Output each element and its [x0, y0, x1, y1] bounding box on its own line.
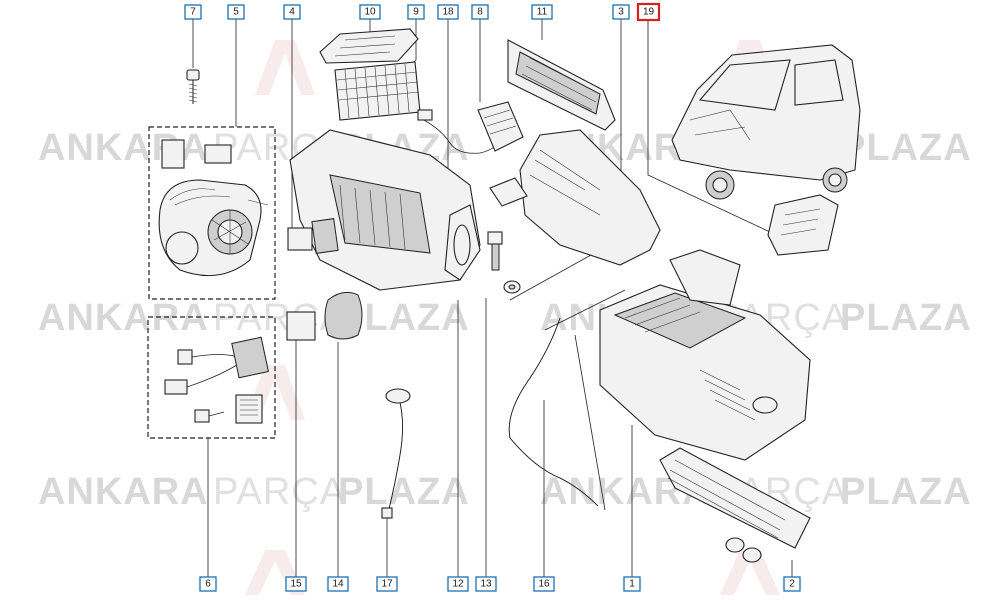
callout-label: 11 — [537, 7, 548, 18]
callout-label: 16 — [538, 579, 550, 590]
watermark-word-parca: PARÇA — [213, 297, 346, 339]
callout-9[interactable]: 9 — [407, 4, 425, 20]
callout-11[interactable]: 11 — [531, 4, 553, 20]
temperature-sensor-part — [417, 109, 501, 154]
callout-2[interactable]: 2 — [783, 576, 801, 592]
watermark-word-plaza: PLAZA — [840, 471, 972, 513]
callout-6[interactable]: 6 — [199, 576, 217, 592]
callout-12[interactable]: 12 — [447, 576, 469, 592]
callout-label: 3 — [618, 7, 624, 18]
callout-label: 19 — [643, 7, 655, 18]
hvac-housing-part — [599, 249, 811, 461]
filter-cover-part — [319, 28, 419, 64]
callout-8[interactable]: 8 — [471, 4, 489, 20]
watermark-word-plaza: PLAZA — [840, 297, 972, 339]
callout-label: 5 — [233, 7, 239, 18]
callout-label: 12 — [452, 579, 464, 590]
callout-label: 1 — [629, 579, 635, 590]
motor-group-box — [148, 126, 276, 300]
callout-label: 15 — [290, 579, 302, 590]
watermark-word-plaza: PLAZA — [840, 127, 972, 169]
heater-core-part — [334, 61, 421, 121]
callout-label: 4 — [289, 7, 295, 18]
foam-seal-part — [324, 291, 363, 340]
bolt-part — [487, 231, 503, 271]
evaporator-part — [659, 447, 811, 563]
callout-5[interactable]: 5 — [227, 4, 245, 20]
resistor-part — [477, 101, 524, 152]
watermark-word-parca: PARÇA — [213, 471, 346, 513]
watermark-word-ankara: ANKARA — [38, 297, 209, 339]
callout-16[interactable]: 16 — [533, 576, 555, 592]
callout-3[interactable]: 3 — [612, 4, 630, 20]
callout-label: 14 — [332, 579, 344, 590]
callout-4[interactable]: 4 — [283, 4, 301, 20]
watermark-word-plaza: PLAZA — [338, 471, 470, 513]
leader-lines — [192, 19, 793, 577]
wiring-group-box — [147, 316, 276, 439]
wiring-harness-part — [164, 336, 270, 424]
callout-label: 13 — [480, 579, 492, 590]
actuator-small-part — [287, 218, 339, 254]
callout-label: 6 — [205, 579, 211, 590]
duct-housing-part — [489, 129, 661, 266]
screw-part — [186, 69, 200, 104]
callout-label: 8 — [477, 7, 483, 18]
watermark-word-ankara: ANKARA — [38, 471, 209, 513]
callout-label: 17 — [381, 579, 393, 590]
callout-15[interactable]: 15 — [285, 576, 307, 592]
long-hose-part — [508, 317, 599, 507]
callout-label: 10 — [364, 7, 376, 18]
washer-part — [503, 280, 521, 294]
callout-17[interactable]: 17 — [376, 576, 398, 592]
callout-13[interactable]: 13 — [475, 576, 497, 592]
callout-label: 18 — [442, 7, 454, 18]
vehicle-illustration — [671, 44, 861, 200]
resistor-module-part — [286, 311, 316, 341]
callout-label: 2 — [789, 579, 795, 590]
callout-19[interactable]: 19 — [636, 2, 661, 22]
callout-1[interactable]: 1 — [623, 576, 641, 592]
callout-label: 9 — [413, 7, 419, 18]
blower-motor-part — [158, 139, 269, 277]
callout-7[interactable]: 7 — [184, 4, 202, 20]
air-grille-part — [507, 39, 616, 131]
callout-label: 7 — [190, 7, 196, 18]
control-module-part — [767, 194, 839, 256]
callout-10[interactable]: 10 — [359, 4, 381, 20]
callout-18[interactable]: 18 — [437, 4, 459, 20]
callout-14[interactable]: 14 — [327, 576, 349, 592]
drain-hose-part — [381, 388, 411, 519]
